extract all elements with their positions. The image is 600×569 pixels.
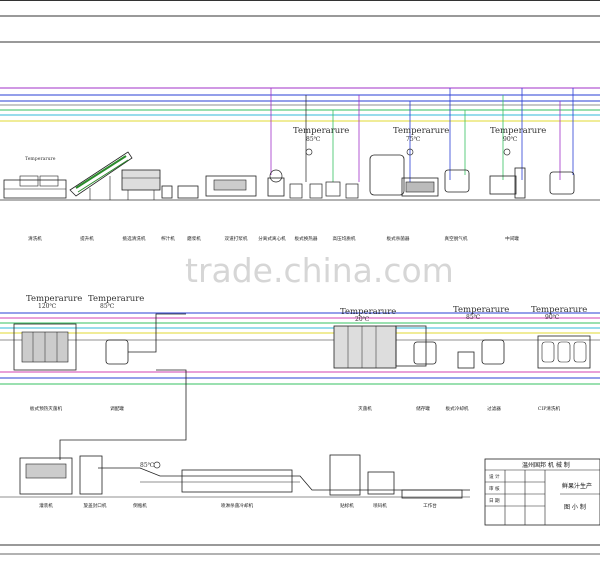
title-row-b: 审 核 [489,485,500,492]
row1-tank-2 [444,169,470,193]
row3-label-0: 灌装机 [39,502,53,509]
temp-label-2: Temperarure [393,126,449,136]
temp-value-1: 85℃ [306,136,321,143]
watermark: trade.china.com [185,251,454,290]
row1-label-9: 板式杀菌器 [387,235,410,242]
row1-label-7: 板式换热器 [295,235,318,242]
temp-label-small: Temperarure [25,156,56,162]
drawing-frame [0,0,600,555]
row1-label-5: 双道打浆机 [225,235,248,242]
grinder [177,185,199,199]
sterilizer-unit [333,325,397,369]
row2-label-1: 调配罐 [110,405,124,412]
homogenizer [401,177,439,197]
row2-labels: 板式预热灭菌机 调配罐 灭菌机 板式冷却机 过滤器 CIP清洗机 储存罐 [30,405,561,412]
row2-tank-2 [413,341,437,365]
temp-value-2: 75℃ [406,136,421,143]
sorting-washer [121,169,161,191]
title-row-c: 日 期 [489,498,500,504]
intermediate-tank [549,171,575,195]
temp-value-9: 85℃ [140,462,155,469]
temp-label-8: Temperarure [531,305,587,315]
row1-temperature-callouts: Temperarure Temperarure 85℃ Temperarure … [25,126,546,162]
row2-label-3: 板式冷却机 [446,405,469,412]
row3-label-6: 工作台 [423,502,437,509]
row2-label-2: 灭菌机 [358,405,372,412]
temp-label-3: Temperarure [490,126,546,136]
plate-sterilizer [13,323,77,371]
juicer [161,185,173,199]
row3-label-2: 倒瓶机 [133,502,147,509]
filling-machine [19,457,73,495]
cip-washer [537,335,591,369]
row1-label-10: 真空脱气机 [445,235,468,242]
row2-temperature-callouts: Temperarure 120℃ Temperarure 85℃ Tempera… [26,294,587,323]
row3-labels: 灌装机 旋盖封口机 倒瓶机 喷淋杀菌冷却机 贴标机 喷码机 工作台 [39,502,437,509]
row1-labels: 清洗机 提升机 挑选清洗机 榨汁机 磨浆机 双道打浆机 分离式离心机 板式换热器 高压均质机 板式… [28,235,519,242]
row3-label-3: 喷淋杀菌冷却机 [221,502,254,509]
row2-label-0: 板式预热灭菌机 [30,405,63,412]
title-block: 温州国邦 机 械 制 鲜果汁生产 图 小 制 设 计 审 核 日 期 [484,458,600,526]
title-sub: 图 小 制 [564,503,586,511]
temp-value-8: 90℃ [545,314,560,321]
worktable [401,489,463,499]
temp-value-7: 85℃ [466,314,481,321]
temp-label-1: Temperarure [293,126,349,136]
title-company: 温州国邦 机 械 制 [522,461,570,469]
row2-label-6: 储存罐 [416,405,430,412]
double-pulper [205,175,257,197]
vacuum-deaerator [489,175,517,195]
title-product: 鲜果汁生产 [562,482,592,490]
row1-label-1: 提升机 [80,235,94,242]
row2-label-4: 过滤器 [487,405,501,412]
row2-equipment [13,313,591,460]
spray-sterilize-cooler [181,469,293,493]
row2-tank-1 [395,325,427,367]
row1-label-6: 分离式离心机 [258,235,286,242]
row3-label-5: 喷码机 [373,502,387,509]
row2-label-5: CIP清洗机 [538,405,561,412]
row1-equipment [0,151,600,201]
row2-pipe-lines [0,312,600,385]
temp-label-7: Temperarure [453,305,509,315]
row1-tank-1 [369,154,405,196]
temp-value-3: 90℃ [503,136,518,143]
row1-label-4: 磨浆机 [187,235,201,242]
row1-label-8: 高压均质机 [333,235,356,242]
centrifugal-separator [267,177,285,197]
filter [481,339,505,365]
temp-label-6: Temperarure [340,307,396,317]
row1-pipe-lines [0,87,600,182]
title-row-a: 设 计 [489,473,500,480]
row1-label-11: 中间罐 [505,235,519,242]
temp-value-5: 85℃ [100,303,115,310]
row3-bottling-line: 85℃ [0,454,470,499]
capping-machine [79,455,103,495]
row1-label-0: 清洗机 [28,235,42,242]
temp-label-4: Temperarure [26,294,82,304]
blending-tank [105,339,129,365]
plate-cooler [457,351,475,369]
row1-label-2: 挑选清洗机 [123,235,146,242]
temp-value-4: 120℃ [38,303,56,310]
row3-label-1: 旋盖封口机 [84,502,107,509]
row3-label-4: 贴标机 [340,502,354,509]
elevator-conveyor [69,151,133,197]
temp-label-5: Temperarure [88,294,144,304]
row1-label-3: 榨汁机 [161,235,175,242]
labeling-machine [329,454,361,496]
temp-value-6: 20℃ [355,316,370,323]
coding-machine [367,471,395,495]
